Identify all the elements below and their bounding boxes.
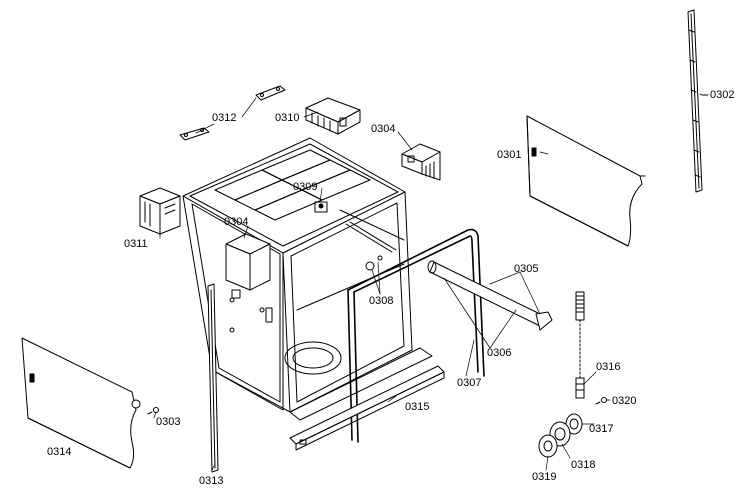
label-0316: 0316 [596,361,620,373]
label-0302: 0302 [710,89,734,101]
label-0311: 0311 [124,238,148,250]
part-0301-side-panel [526,115,646,247]
label-0320: 0320 [612,395,636,407]
part-0305-spray-tube [427,260,553,331]
part-0307-door-gasket [347,228,485,443]
label-0304-upper: 0304 [371,123,395,135]
label-0314: 0314 [47,446,71,458]
leader-lines [153,93,703,471]
label-0313: 0313 [199,475,223,487]
part-0310-top-bracket [305,97,361,135]
part-0311-side-bracket [139,187,181,235]
part-0315-bottom-rail [289,365,445,451]
label-0306: 0306 [487,347,511,359]
part-0320-screw [595,397,607,405]
label-0305: 0305 [514,263,538,275]
label-0310: 0310 [275,112,299,124]
label-0304-lower: 0304 [224,216,248,228]
label-0307: 0307 [457,377,481,389]
label-0301: 0301 [497,149,521,161]
label-0312: 0312 [212,112,236,124]
part-0312-brackets [179,85,286,141]
callout-labels: 0301 0302 0303 0304 0304 0305 0306 0307 … [47,89,734,487]
part-0303-screw [147,407,159,415]
label-0309: 0309 [293,181,317,193]
part-0304-lower-bracket [225,233,271,299]
label-0318: 0318 [571,459,595,471]
label-0317: 0317 [589,423,613,435]
part-0304-upper-bracket [401,143,441,181]
part-0302-side-strip [687,9,709,193]
label-0308: 0308 [369,295,393,307]
part-0319-foot [538,434,558,458]
part-0314-front-panel [21,337,141,469]
part-0313-left-strip [207,283,219,473]
label-0319: 0319 [532,471,556,483]
label-0303: 0303 [156,416,180,428]
part-0316-threaded-rod [575,291,585,399]
label-0315: 0315 [405,401,429,413]
